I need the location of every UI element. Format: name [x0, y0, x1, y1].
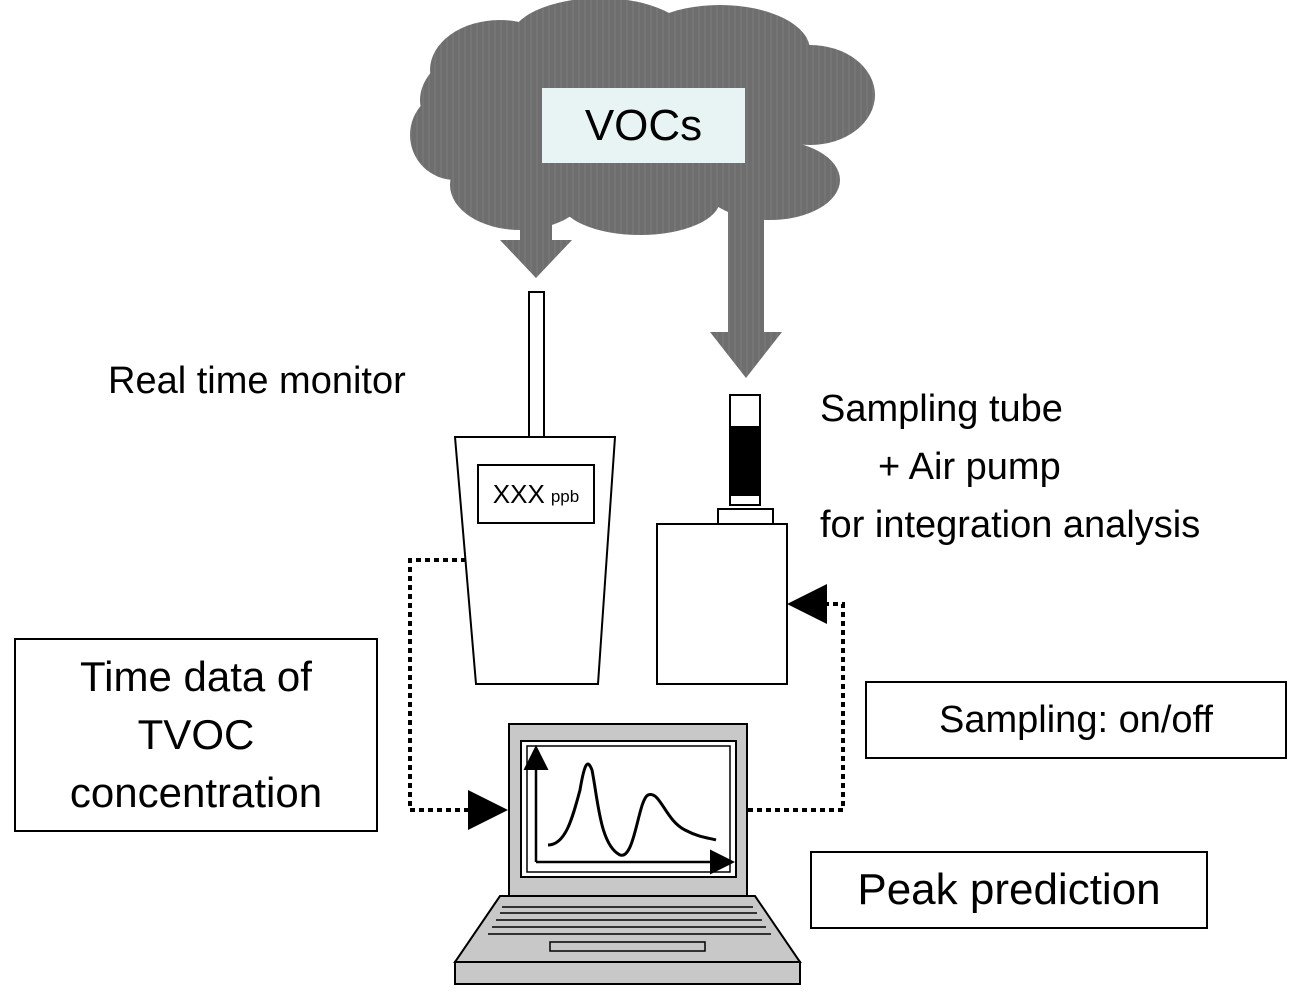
vocs-to-tube-arrow [710, 200, 782, 378]
sampling-tube-label-line-1: Sampling tube [820, 388, 1063, 430]
real-time-monitor-label: Real time monitor [108, 360, 406, 402]
vocs-to-monitor-arrow [500, 200, 572, 278]
laptop-to-pump-connector [748, 584, 845, 812]
monitor-to-laptop-connector [408, 558, 508, 830]
monitor-display-unit: ppb [550, 487, 580, 506]
sampling-tube-pump [656, 394, 788, 685]
vocs-label: VOCs [542, 88, 745, 163]
sampling-tube-label-line-2: + Air pump [878, 446, 1061, 488]
laptop [453, 723, 802, 985]
time-data-box: Time data of TVOC concentration [14, 638, 378, 832]
monitor-display: XXX ppb [477, 464, 595, 524]
sampling-tube-label-line-3: for integration analysis [820, 504, 1201, 546]
peak-prediction-box: Peak prediction [810, 851, 1208, 929]
sampling-control-box: Sampling: on/off [865, 681, 1287, 759]
time-data-line-1: Time data of [80, 653, 312, 700]
monitor-display-value: XXX [492, 478, 545, 509]
time-data-line-3: concentration [69, 769, 323, 816]
concentration-curve [547, 762, 717, 857]
sampling-tube-label: Sampling tube + Air pump for integration… [820, 380, 1200, 554]
time-data-line-2: TVOC [137, 711, 255, 758]
